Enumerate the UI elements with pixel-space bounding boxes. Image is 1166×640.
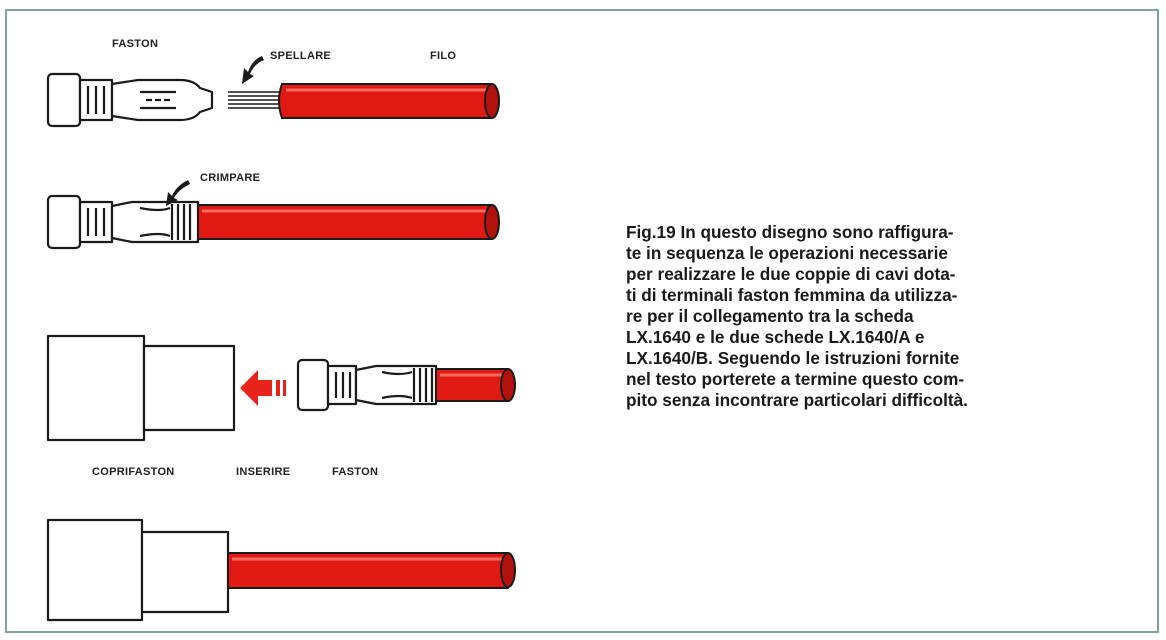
- label-faston-bottom: FASTON: [332, 466, 379, 478]
- caption-line: LX.1640 e le due schede LX.1640/A e: [626, 327, 925, 347]
- red-wire-step3: [435, 368, 516, 402]
- faston-terminal-step3: [296, 358, 438, 412]
- step-2-crimp: [46, 180, 500, 250]
- stripped-strands: [228, 91, 284, 109]
- page-border: [5, 9, 1159, 633]
- step-3-insert: [46, 334, 516, 442]
- label-coprifaston: COPRIFASTON: [92, 466, 175, 478]
- spellare-arrow-icon: [242, 56, 264, 84]
- caption-line: te in sequenza le operazioni necessarie: [626, 243, 948, 263]
- caption-line: LX.1640/B. Seguendo le istruzioni fornit…: [626, 348, 960, 368]
- figure-caption: Fig.19 In questo disegno sono raffigura-…: [626, 222, 1096, 411]
- caption-line: pito senza incontrare particolari diffic…: [626, 390, 968, 410]
- caption-line: Fig.19 In questo disegno sono raffigura-: [626, 222, 954, 242]
- red-wire-step2: [197, 204, 500, 240]
- caption-line: re per il collegamento tra la scheda: [626, 306, 914, 326]
- step-1-strip: [46, 56, 500, 128]
- caption-line: nel testo porterete a termine questo com…: [626, 369, 965, 389]
- step-4-finished: [46, 518, 516, 622]
- label-spellare: SPELLARE: [270, 50, 332, 62]
- caption-line: ti di terminali faston femmina da utiliz…: [626, 285, 958, 305]
- insert-arrow-icon: [240, 370, 286, 406]
- coprifaston-cover: [46, 334, 236, 442]
- red-wire-step1: [278, 83, 500, 119]
- label-faston-top: FASTON: [112, 38, 159, 50]
- label-filo: FILO: [430, 50, 457, 62]
- caption-line: per realizzare le due coppie di cavi dot…: [626, 264, 956, 284]
- label-crimpare: CRIMPARE: [200, 172, 261, 184]
- coprifaston-finished: [46, 518, 230, 622]
- crimpare-arrow-icon: [166, 180, 190, 206]
- faston-terminal-step1: [46, 72, 214, 128]
- label-inserire: INSERIRE: [236, 466, 291, 478]
- red-wire-step4: [227, 552, 516, 589]
- faston-terminal-step2: [46, 194, 200, 250]
